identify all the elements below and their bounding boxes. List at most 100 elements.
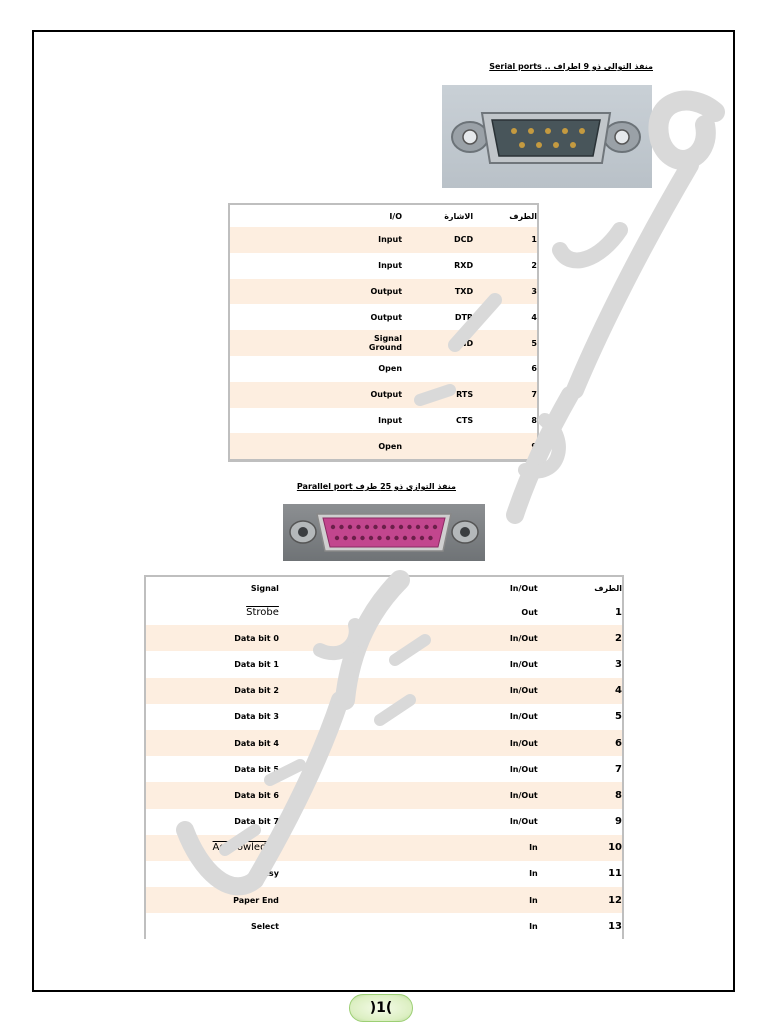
inout-cell: In	[529, 869, 538, 879]
signal-cell: GND	[453, 338, 474, 348]
signal-cell: Strobe	[246, 606, 279, 618]
signal-cell: Data bit 6	[234, 790, 279, 800]
pin-hole	[343, 535, 348, 541]
pin-cell: 7	[615, 763, 622, 775]
pin-hole	[385, 535, 391, 541]
pin-hole	[390, 524, 395, 530]
signal-cell: CTS	[456, 415, 474, 425]
table-row: Output TXD 3	[229, 278, 538, 305]
pin-cell: 8	[615, 789, 622, 801]
io-cell: Input	[378, 235, 403, 245]
pin-hole	[398, 524, 404, 530]
inout-cell: In/Out	[509, 659, 538, 669]
serial-heading: منفذ التوالى ذو 9 اطراف .. Serial ports	[489, 62, 653, 71]
inout-cell: In/Out	[509, 764, 538, 774]
signal-cell: Data bit 3	[234, 712, 279, 722]
signal-cell: DTR	[454, 312, 474, 322]
pin-hole	[351, 535, 357, 541]
table-row: Data bit 0 In/Out 2	[145, 625, 623, 652]
pin-cell: 6	[615, 737, 622, 749]
io-cell: Open	[378, 364, 403, 374]
pin-cell: 1	[615, 606, 622, 618]
pin-cell: 4	[531, 312, 537, 322]
db25-connector-image	[283, 504, 485, 561]
signal-cell: TXD	[454, 286, 474, 296]
page-frame	[32, 30, 735, 992]
inout-cell: In/Out	[509, 633, 538, 643]
pin-hole	[428, 535, 433, 541]
inout-cell: In	[529, 921, 538, 931]
signal-cell: Data bit 5	[234, 764, 279, 774]
table-header-row: I/O الاشارة الطرف	[229, 204, 538, 227]
io-cell: Output	[370, 312, 403, 322]
table-header-row: Signal In/Out الطرف	[145, 576, 623, 599]
pin-cell: 2	[615, 632, 622, 644]
pin-hole	[432, 524, 438, 530]
pin-cell: 5	[531, 338, 537, 348]
pin-hole	[411, 535, 416, 541]
signal-header: الاشارة	[444, 211, 474, 221]
signal-cell: Data bit 7	[234, 817, 279, 827]
pin-cell: 8	[531, 415, 537, 425]
signal-cell: Data bit 1	[234, 659, 279, 669]
inout-cell: In/Out	[509, 738, 538, 748]
signal-cell	[402, 356, 473, 382]
signal-cell: Select	[251, 921, 279, 931]
table-row: Busy In 11	[145, 861, 623, 887]
db9-connector-image	[442, 85, 652, 188]
pin-hole	[419, 535, 425, 541]
pin-hole	[424, 524, 429, 530]
pin-cell: 6	[531, 364, 537, 374]
inout-cell: In/Out	[509, 817, 538, 827]
signal-cell: Paper End	[233, 895, 279, 905]
pin-cell: 1	[531, 235, 537, 245]
pin-cell: 4	[615, 685, 622, 697]
io-cell: Input	[378, 261, 403, 271]
pin-hole	[394, 535, 399, 541]
io-cell: Output	[370, 286, 403, 296]
pin-cell: 7	[531, 390, 537, 400]
signal-cell: Data bit 4	[234, 738, 279, 748]
signal-cell: RXD	[454, 261, 474, 271]
io-cell: Open	[378, 441, 403, 451]
signal-cell	[402, 433, 473, 460]
signal-cell: Busy	[257, 869, 279, 879]
io-header: I/O	[389, 211, 403, 221]
parallel-heading: منفذ التوازى ذو 25 طرف Parallel port	[296, 482, 456, 491]
pin-hole	[330, 524, 336, 530]
table-row: Input CTS 8	[229, 408, 538, 434]
inout-header: In/Out	[509, 583, 538, 593]
pin-hole	[360, 535, 365, 541]
table-row: Signal Ground GND 5	[229, 330, 538, 356]
pin-hole	[402, 535, 408, 541]
table-row: Data bit 5 In/Out 7	[145, 756, 623, 782]
pin-cell: 12	[608, 894, 622, 906]
io-cell: Input	[378, 415, 403, 425]
table-row: Paper End In 12	[145, 887, 623, 914]
table-row: Input RXD 2	[229, 253, 538, 279]
pin-hole	[347, 524, 353, 530]
pin-cell: 3	[531, 286, 537, 296]
pin-hole	[334, 535, 340, 541]
inout-cell: In	[529, 895, 538, 905]
signal-cell: Acknowledge	[212, 842, 279, 854]
pin-cell: 11	[608, 868, 622, 880]
pin-hole	[415, 524, 421, 530]
pin-cell: 2	[531, 261, 537, 271]
page-number-badge: )1(	[349, 994, 413, 1022]
table-row: Select In 13	[145, 913, 623, 939]
signal-cell: Data bit 0	[234, 633, 279, 643]
io-cell: Signal Ground	[368, 334, 403, 353]
pin-cell: 13	[608, 920, 622, 932]
inout-cell: In/Out	[509, 686, 538, 696]
